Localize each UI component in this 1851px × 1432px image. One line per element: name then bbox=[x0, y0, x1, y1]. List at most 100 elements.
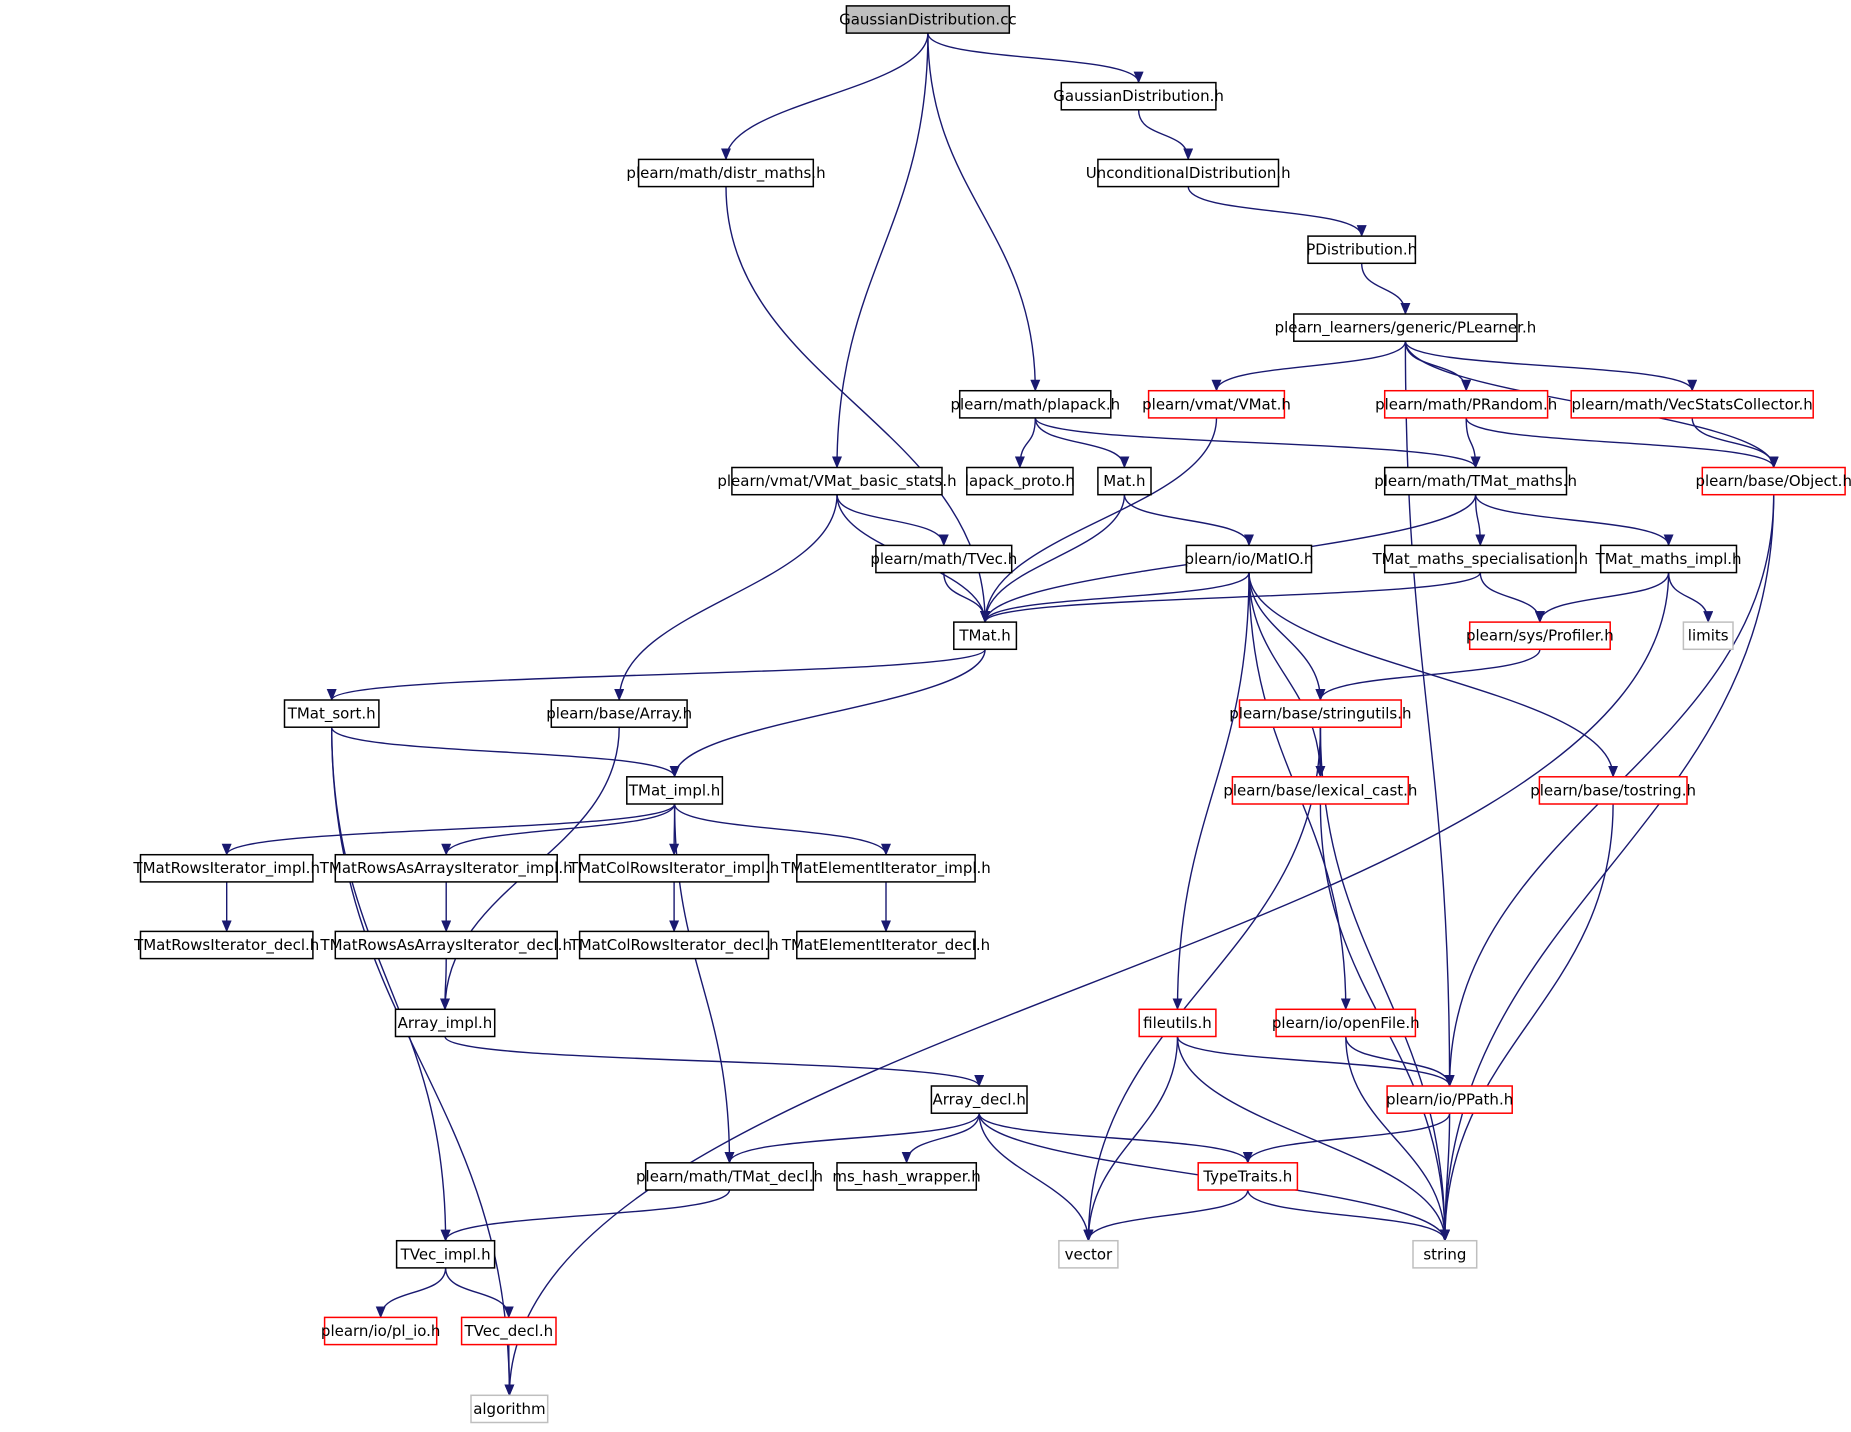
edge-tmimpl-to-limits bbox=[1667, 572, 1714, 624]
node-arrayimpl[interactable]: Array_impl.h bbox=[394, 1008, 496, 1038]
edge-tmsort-to-tvecimpl bbox=[331, 727, 451, 1242]
node-distr[interactable]: plearn/math/distr_maths.h bbox=[626, 158, 826, 188]
edge-profiler-to-stringutils bbox=[1315, 649, 1541, 701]
edge-tmatimpl-to-rowsarrit bbox=[441, 803, 676, 856]
edge-vmbs-to-array bbox=[614, 494, 838, 701]
node-typetraits[interactable]: TypeTraits.h bbox=[1197, 1162, 1299, 1191]
node-arraydecl[interactable]: Array_decl.h bbox=[930, 1085, 1028, 1114]
node-label-tmatdecl: plearn/math/TMat_decl.h bbox=[636, 1167, 823, 1186]
edge-tvecimpl-to-tvecdecl bbox=[444, 1267, 514, 1319]
edge-plearner-to-vmat bbox=[1211, 341, 1407, 392]
node-label-vmat: plearn/vmat/VMat.h bbox=[1142, 395, 1291, 413]
node-tvecdecl[interactable]: TVec_decl.h bbox=[460, 1316, 557, 1346]
edge-tvec-to-tmat bbox=[943, 572, 991, 624]
edge-object-to-string bbox=[1439, 494, 1775, 1242]
edge-typetraits-to-string bbox=[1247, 1189, 1450, 1242]
edge-tmimpl-to-profiler bbox=[1534, 572, 1670, 624]
node-box-stringutils bbox=[1238, 699, 1402, 728]
node-vmbs[interactable]: plearn/vmat/VMat_basic_stats.h bbox=[717, 466, 957, 496]
node-box-tms bbox=[1383, 544, 1577, 574]
node-tvecimpl[interactable]: TVec_impl.h bbox=[395, 1239, 496, 1269]
node-box-colrowsit bbox=[578, 853, 770, 883]
node-label-math: Mat.h bbox=[1103, 472, 1145, 490]
node-label-string: string bbox=[1423, 1245, 1466, 1263]
node-label-uncond: UnconditionalDistribution.h bbox=[1086, 164, 1291, 182]
node-lexical[interactable]: plearn/base/lexical_cast.h bbox=[1223, 776, 1417, 805]
node-box-rowsdecl bbox=[139, 930, 314, 960]
edge-uncond-to-pdist bbox=[1187, 186, 1367, 238]
node-box-tvecdecl bbox=[460, 1316, 557, 1346]
node-box-tmsort bbox=[283, 699, 380, 728]
node-elemit[interactable]: TMatElementIterator_impl.h bbox=[780, 853, 991, 883]
node-box-tmatdecl bbox=[644, 1162, 815, 1191]
node-object[interactable]: plearn/base/Object.h bbox=[1695, 466, 1851, 496]
node-rowsit[interactable]: TMatRowsIterator_impl.h bbox=[132, 853, 320, 883]
node-tmatmaths[interactable]: plearn/math/TMat_maths.h bbox=[1374, 466, 1577, 496]
edge-tmimpl-to-algorithm bbox=[504, 572, 1670, 1397]
node-tvec[interactable]: plearn/math/TVec.h bbox=[870, 544, 1017, 574]
node-tostring[interactable]: plearn/base/tostring.h bbox=[1530, 776, 1696, 805]
node-mshash[interactable]: ms_hash_wrapper.h bbox=[832, 1162, 981, 1191]
node-box-vecstats bbox=[1570, 389, 1814, 419]
node-tmatimpl[interactable]: TMat_impl.h bbox=[626, 776, 724, 805]
edge-layer bbox=[221, 32, 1779, 1397]
node-label-tmatmaths: plearn/math/TMat_maths.h bbox=[1374, 472, 1577, 491]
node-box-tmatmaths bbox=[1383, 466, 1568, 496]
node-rowsarrit[interactable]: TMatRowsAsArraysIterator_impl.h bbox=[319, 853, 573, 883]
node-box-rowsarrdecl bbox=[334, 930, 558, 960]
node-algorithm: algorithm bbox=[470, 1394, 549, 1424]
node-lapack[interactable]: lapack_proto.h bbox=[965, 466, 1075, 496]
edge-tms-to-tmat bbox=[980, 572, 1481, 624]
node-colrowsdecl[interactable]: TMatColRowsIterator_decl.h bbox=[569, 930, 779, 960]
node-rowsarrdecl[interactable]: TMatRowsAsArraysIterator_decl.h bbox=[319, 930, 572, 960]
node-stringutils[interactable]: plearn/base/stringutils.h bbox=[1229, 699, 1412, 728]
node-vecstats[interactable]: plearn/math/VecStatsCollector.h bbox=[1570, 389, 1814, 419]
node-tmsort[interactable]: TMat_sort.h bbox=[283, 699, 380, 728]
node-fileutils[interactable]: fileutils.h bbox=[1138, 1008, 1217, 1038]
node-gd_h[interactable]: GaussianDistribution.h bbox=[1053, 81, 1224, 111]
node-pdist[interactable]: PDistribution.h bbox=[1306, 235, 1417, 265]
node-matio[interactable]: plearn/io/MatIO.h bbox=[1185, 544, 1314, 574]
node-colrowsit[interactable]: TMatColRowsIterator_impl.h bbox=[568, 853, 779, 883]
node-plapack[interactable]: plearn/math/plapack.h bbox=[950, 389, 1120, 419]
node-box-vmat bbox=[1147, 389, 1286, 419]
node-box-tostring bbox=[1538, 776, 1688, 805]
node-box-colrowsdecl bbox=[578, 930, 770, 960]
node-tmat[interactable]: TMat.h bbox=[953, 621, 1018, 651]
node-prandom[interactable]: plearn/math/PRandom.h bbox=[1375, 389, 1557, 419]
node-box-distr bbox=[637, 158, 815, 188]
node-openfile[interactable]: plearn/io/openFile.h bbox=[1272, 1008, 1420, 1038]
node-label-vector: vector bbox=[1065, 1245, 1113, 1263]
node-tms[interactable]: TMat_maths_specialisation.h bbox=[1371, 544, 1588, 574]
node-array[interactable]: plearn/base/Array.h bbox=[546, 699, 692, 728]
node-profiler[interactable]: plearn/sys/Profiler.h bbox=[1466, 621, 1614, 651]
node-limits: limits bbox=[1682, 621, 1734, 651]
node-box-lapack bbox=[966, 466, 1074, 496]
edge-vecstats-to-object bbox=[1691, 417, 1779, 469]
node-label-mshash: ms_hash_wrapper.h bbox=[832, 1167, 980, 1186]
node-box-elemdecl bbox=[796, 930, 976, 960]
node-label-prandom: plearn/math/PRandom.h bbox=[1375, 395, 1557, 413]
node-rowsdecl[interactable]: TMatRowsIterator_decl.h bbox=[133, 930, 319, 960]
node-ppath[interactable]: plearn/io/PPath.h bbox=[1386, 1085, 1513, 1114]
node-math[interactable]: Mat.h bbox=[1097, 466, 1152, 496]
edge-tostring-to-string bbox=[1439, 803, 1614, 1242]
node-label-vecstats: plearn/math/VecStatsCollector.h bbox=[1572, 395, 1813, 413]
node-label-tostring: plearn/base/tostring.h bbox=[1530, 781, 1696, 799]
node-label-tvec: plearn/math/TVec.h bbox=[870, 550, 1017, 568]
node-uncond[interactable]: UnconditionalDistribution.h bbox=[1086, 158, 1291, 188]
edge-prandom-to-object bbox=[1465, 417, 1779, 469]
node-elemdecl[interactable]: TMatElementIterator_decl.h bbox=[781, 930, 990, 960]
node-plearner[interactable]: plearn_learners/generic/PLearner.h bbox=[1275, 313, 1537, 342]
node-tmimpl[interactable]: TMat_maths_impl.h bbox=[1595, 544, 1742, 574]
node-box-tvec bbox=[875, 544, 1013, 574]
node-vmat[interactable]: plearn/vmat/VMat.h bbox=[1142, 389, 1291, 419]
node-tmatdecl[interactable]: plearn/math/TMat_decl.h bbox=[636, 1162, 823, 1191]
node-box-vector bbox=[1058, 1239, 1119, 1269]
node-plio[interactable]: plearn/io/pl_io.h bbox=[321, 1316, 441, 1346]
node-box-arraydecl bbox=[930, 1085, 1028, 1114]
node-box-elemit bbox=[796, 853, 976, 883]
edge-tvecimpl-to-plio bbox=[375, 1267, 447, 1319]
node-box-gd_h bbox=[1060, 81, 1217, 111]
